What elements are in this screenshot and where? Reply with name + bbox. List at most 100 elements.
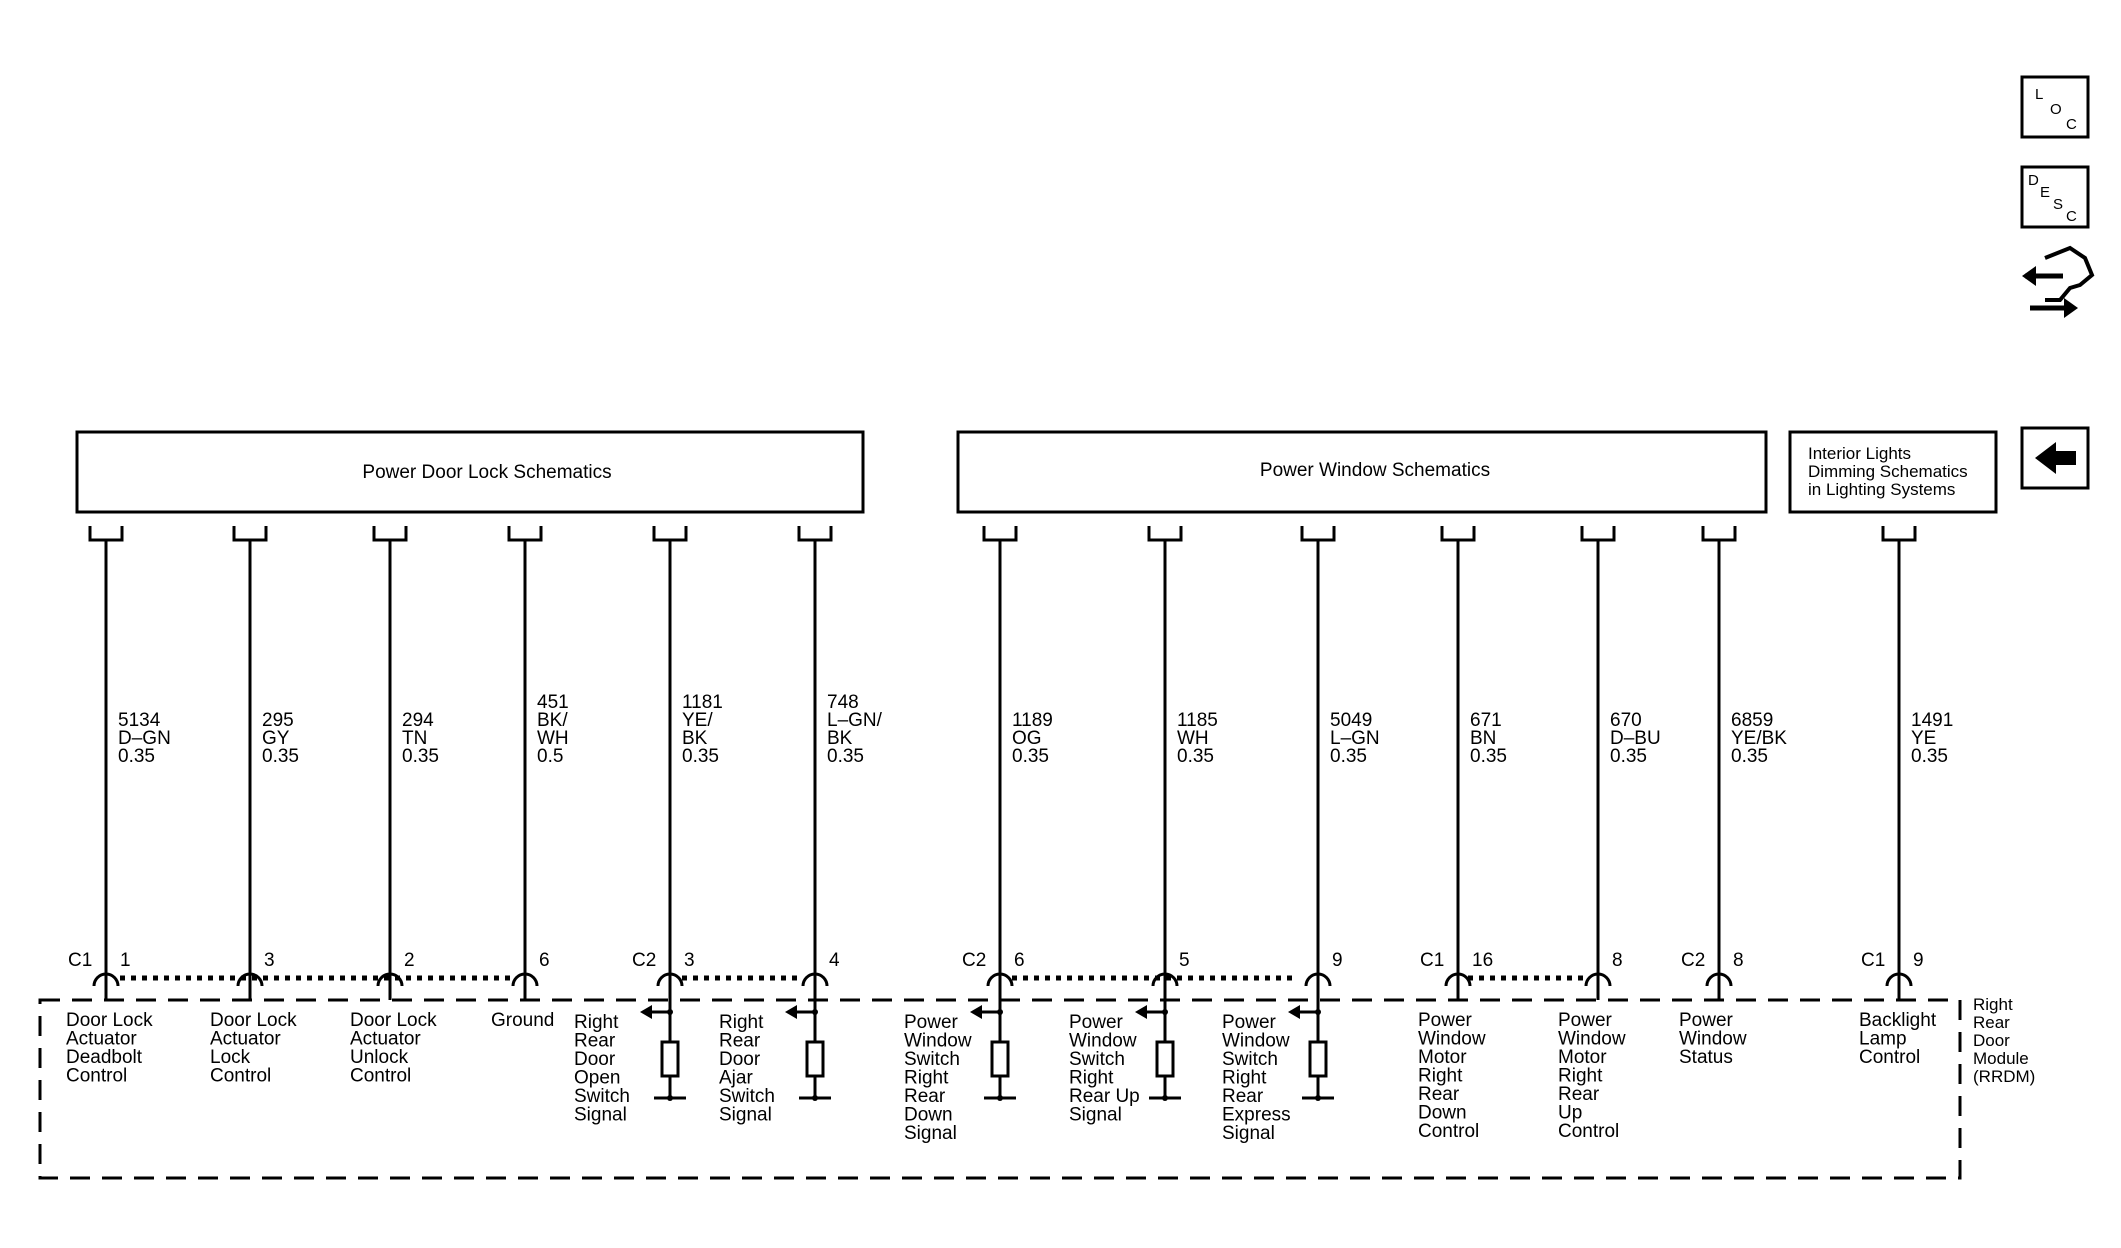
ground-dot (1162, 1095, 1168, 1101)
function-label-line: Status (1679, 1047, 1733, 1068)
pullup-arrow-icon (1135, 1005, 1147, 1019)
circuit-11[interactable]: 670D–BU0.358PowerWindowMotorRightRearUpC… (1558, 526, 1661, 1142)
function-label-line: Door Lock (66, 1010, 153, 1031)
harness-connector-bracket (1440, 526, 1476, 542)
function-label-line: Power (1222, 1012, 1277, 1033)
desc-icon-s: S (2053, 196, 2063, 213)
wire-label-line: 1491 (1911, 710, 1953, 731)
function-label-line: Right (1069, 1068, 1114, 1089)
wire-label-line: 671 (1470, 710, 1502, 731)
wire-label-line: YE/ (682, 710, 713, 731)
pin-number: 4 (829, 950, 840, 971)
function-label-line: Door Lock (350, 1010, 437, 1031)
harness-connector-bracket (372, 526, 408, 542)
wire-label-line: 1181 (682, 692, 723, 713)
ground-dot (812, 1095, 818, 1101)
power-door-lock-schematics-box[interactable]: Power Door Lock Schematics (75, 430, 865, 514)
pullup-arrow-icon (1288, 1005, 1300, 1019)
harness-connector-bracket (232, 526, 268, 542)
function-label-line: Express (1222, 1105, 1291, 1126)
wire-label-line: YE (1911, 728, 1936, 749)
harness-connector-bracket (1300, 526, 1336, 542)
function-label-line: Backlight (1859, 1010, 1937, 1031)
wire-label-line: 451 (537, 692, 569, 713)
function-label-line: Control (1418, 1121, 1479, 1142)
wire-label-line: OG (1012, 728, 1042, 749)
wire-label-line: GY (262, 728, 290, 749)
wire-label-line: WH (1177, 728, 1209, 749)
desc-icon-d: D (2028, 172, 2039, 189)
connector-id: C2 (632, 950, 656, 971)
wire-label-line: 0.35 (827, 746, 864, 767)
interior-lights-dimming-box[interactable]: Interior Lights Dimming Schematics in Li… (1788, 430, 1998, 514)
wire-label-line: BK/ (537, 710, 568, 731)
desc-icon-c: C (2066, 208, 2077, 225)
pin-number: 3 (684, 950, 695, 971)
pullup-arrow-icon (970, 1005, 982, 1019)
function-label-line: Rear (1418, 1084, 1460, 1105)
wire-label-line: 0.35 (1177, 746, 1214, 767)
function-label-line: Power (1679, 1010, 1734, 1031)
resistor (660, 1040, 680, 1078)
function-label-line: Window (1069, 1031, 1137, 1052)
wire-label-line: 1189 (1012, 710, 1053, 731)
resistor (1155, 1040, 1175, 1078)
module-label-line1: Right (1973, 995, 2013, 1014)
back-arrow-icon[interactable] (2020, 426, 2090, 490)
wire-label-line: BK (827, 728, 853, 749)
power-window-schematics-box[interactable]: Power Window Schematics (956, 430, 1768, 514)
function-label-line: Window (904, 1031, 972, 1052)
power-door-lock-schematics-label: Power Door Lock Schematics (362, 462, 611, 483)
circuit-6[interactable]: 748L–GN/BK0.354RightRearDoorAjarSwitchSi… (719, 526, 883, 1126)
wire-label-line: 0.35 (1012, 746, 1049, 767)
wire-label-line: 0.35 (1610, 746, 1647, 767)
function-label-line: Switch (904, 1049, 960, 1070)
module-label-line5: (RRDM) (1973, 1067, 2035, 1086)
module-label-line2: Rear (1973, 1013, 2010, 1032)
harness-connector-bracket (982, 526, 1018, 542)
pin-number: 6 (1014, 950, 1025, 971)
function-label-line: Signal (1222, 1123, 1275, 1144)
function-label-line: Door (574, 1049, 616, 1070)
function-label-line: Unlock (350, 1047, 409, 1068)
function-label-line: Window (1222, 1031, 1290, 1052)
wire-label-line: BN (1470, 728, 1496, 749)
interior-lights-label-line3: in Lighting Systems (1808, 480, 1955, 499)
resistor (805, 1040, 825, 1078)
pin-number: 3 (264, 950, 275, 971)
function-label-line: Right (1558, 1066, 1603, 1087)
function-label-line: Switch (719, 1086, 775, 1107)
function-label-line: Rear (1222, 1086, 1264, 1107)
circuit-9[interactable]: 5049L–GN0.359PowerWindowSwitchRightRearE… (1222, 526, 1380, 1144)
function-label-line: Switch (1222, 1049, 1278, 1070)
connector-id: C1 (1420, 950, 1444, 971)
pin-number: 8 (1733, 950, 1744, 971)
harness-connector-bracket (88, 526, 124, 542)
power-window-schematics-label: Power Window Schematics (1260, 460, 1490, 481)
wire-label-line: 0.35 (1330, 746, 1367, 767)
resistor (1308, 1040, 1328, 1078)
function-label-line: Right (574, 1012, 619, 1033)
function-label-line: Actuator (66, 1029, 137, 1050)
wire-label-line: 0.5 (537, 746, 563, 767)
pin-number: 8 (1612, 950, 1623, 971)
wire-label-line: WH (537, 728, 569, 749)
harness-connector-bracket (1701, 526, 1737, 542)
function-label-line: Rear (904, 1086, 946, 1107)
loc-icon[interactable]: L O C (2020, 75, 2090, 139)
pin-number: 16 (1472, 950, 1493, 971)
function-label-line: Lock (210, 1047, 251, 1068)
connector-view-icon[interactable] (2022, 245, 2095, 318)
desc-icon[interactable]: D E S C (2020, 165, 2090, 229)
